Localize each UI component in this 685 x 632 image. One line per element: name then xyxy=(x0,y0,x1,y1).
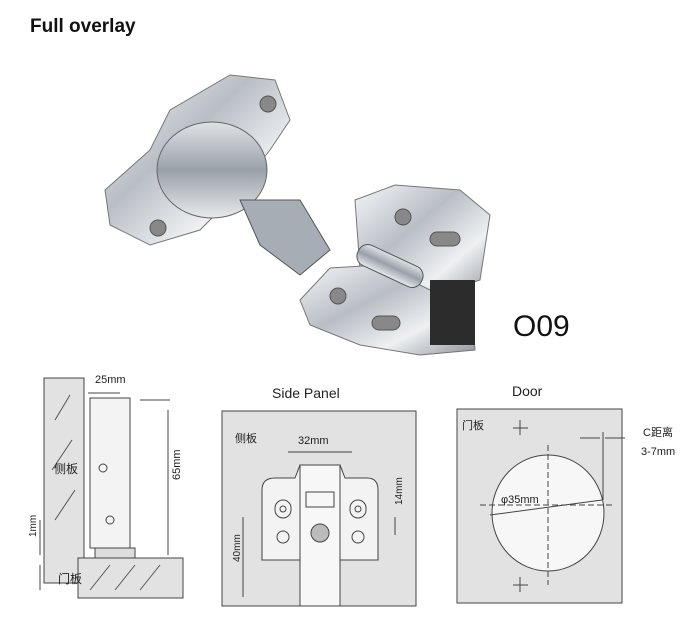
door-panel-label: 门板 xyxy=(462,418,484,432)
c-distance-label: C距离 xyxy=(643,425,673,439)
dimension-25mm: 25mm xyxy=(95,374,126,386)
dimension-40mm: 40mm xyxy=(232,534,243,562)
hinge-photo xyxy=(104,74,491,356)
door-view xyxy=(456,408,625,604)
door-panel-label: 门板 xyxy=(58,571,82,586)
page-title: Full overlay xyxy=(30,16,136,37)
c-distance-range: 3-7mm xyxy=(641,446,675,458)
door-heading: Door xyxy=(512,383,543,399)
side-panel-view xyxy=(221,410,417,607)
dimension-14mm: 14mm xyxy=(394,477,405,505)
side-panel-heading: Side Panel xyxy=(272,385,340,401)
dimension-32mm: 32mm xyxy=(298,435,329,447)
dimension-65mm: 65mm xyxy=(171,449,183,480)
side-section-view xyxy=(39,377,184,599)
model-number: O09 xyxy=(513,310,570,343)
cup-diameter: φ35mm xyxy=(501,494,539,506)
side-panel-label: 侧板 xyxy=(54,462,78,476)
dimension-1mm: 1mm xyxy=(28,515,39,537)
side-panel-label: 侧板 xyxy=(235,431,257,445)
